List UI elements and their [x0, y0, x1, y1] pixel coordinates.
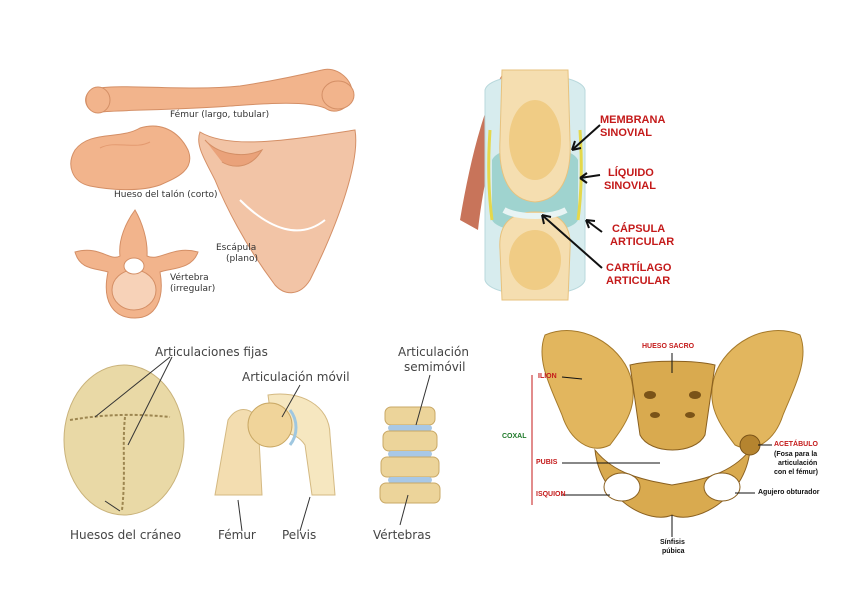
membrana-sublabel: SINOVIAL [600, 127, 652, 140]
femur-label: Fémur (largo, tubular) [170, 110, 269, 120]
joint-types-panel: Articulaciones fijas Huesos del cráneo A… [0, 325, 500, 555]
femur-joint-label: Fémur [218, 528, 256, 542]
skull-bones-label: Huesos del cráneo [70, 528, 181, 542]
pubic-symphysis-sublabel: púbica [662, 548, 685, 556]
vertebra-bone [75, 210, 198, 318]
scapula-sublabel: (plano) [226, 254, 258, 264]
capsula-label: CÁPSULA [612, 223, 665, 236]
vertebra-label: Vértebra [170, 273, 209, 283]
acetabulum-label: ACETÁBULO [774, 441, 818, 449]
pelvis-joint-label: Pelvis [282, 528, 316, 542]
synovial-joint-panel: MEMBRANA SINOVIAL LÍQUIDO SINOVIAL CÁPSU… [430, 60, 690, 310]
cartilago-label: CARTÍLAGO [606, 262, 671, 275]
pelvis-panel: HUESO SACRO ILION COXAL PUBIS ISQUION AC… [500, 315, 840, 565]
mobile-joint-label: Articulación móvil [242, 370, 350, 384]
left-ilium [542, 331, 633, 449]
fixed-joints-label: Articulaciones fijas [155, 345, 268, 359]
scapula-label: Escápula [216, 243, 256, 253]
acetabulum-note-2: articulación [778, 460, 817, 468]
sacrum [630, 361, 715, 450]
scapula-bone [199, 130, 356, 293]
obturator-foramen-label: Agujero obturador [758, 489, 819, 497]
pubic-symphysis-label: Sínfisis [660, 539, 685, 547]
vertebra-sublabel: (irregular) [170, 284, 215, 294]
semimobile-joint-label: Articulación [398, 345, 469, 359]
ilion-label: ILION [538, 373, 557, 381]
acetabulum-note-3: con el fémur) [774, 469, 818, 477]
liquido-label: LÍQUIDO [608, 167, 654, 180]
bone-types-panel: Fémur (largo, tubular) Hueso del talón (… [0, 0, 420, 320]
femur-bone [86, 69, 354, 113]
left-obturator-foramen [604, 473, 640, 501]
acetabulum-note-1: (Fosa para la [774, 451, 817, 459]
cartilago-sublabel: ARTICULAR [606, 275, 670, 288]
liquido-sublabel: SINOVIAL [604, 180, 656, 193]
sacrum-label: HUESO SACRO [642, 343, 694, 351]
heel-bone [71, 126, 190, 190]
pelvis-illustration [500, 315, 840, 565]
vertebrae-joint-label: Vértebras [373, 528, 431, 542]
coxal-label: COXAL [502, 433, 527, 440]
membrana-label: MEMBRANA [600, 114, 665, 127]
isquion-label: ISQUION [536, 491, 566, 499]
skull-top-view [64, 365, 184, 515]
right-ilium [712, 331, 803, 449]
right-obturator-foramen [704, 473, 740, 501]
pubis-label: PUBIS [536, 459, 557, 467]
heel-label: Hueso del talón (corto) [114, 190, 218, 200]
semimobile-joint-sublabel: semimóvil [404, 360, 465, 374]
capsula-sublabel: ARTICULAR [610, 236, 674, 249]
vertebrae-stack [380, 407, 440, 503]
bone-types-illustration [0, 0, 420, 320]
hip-joint-illustration [215, 394, 335, 495]
